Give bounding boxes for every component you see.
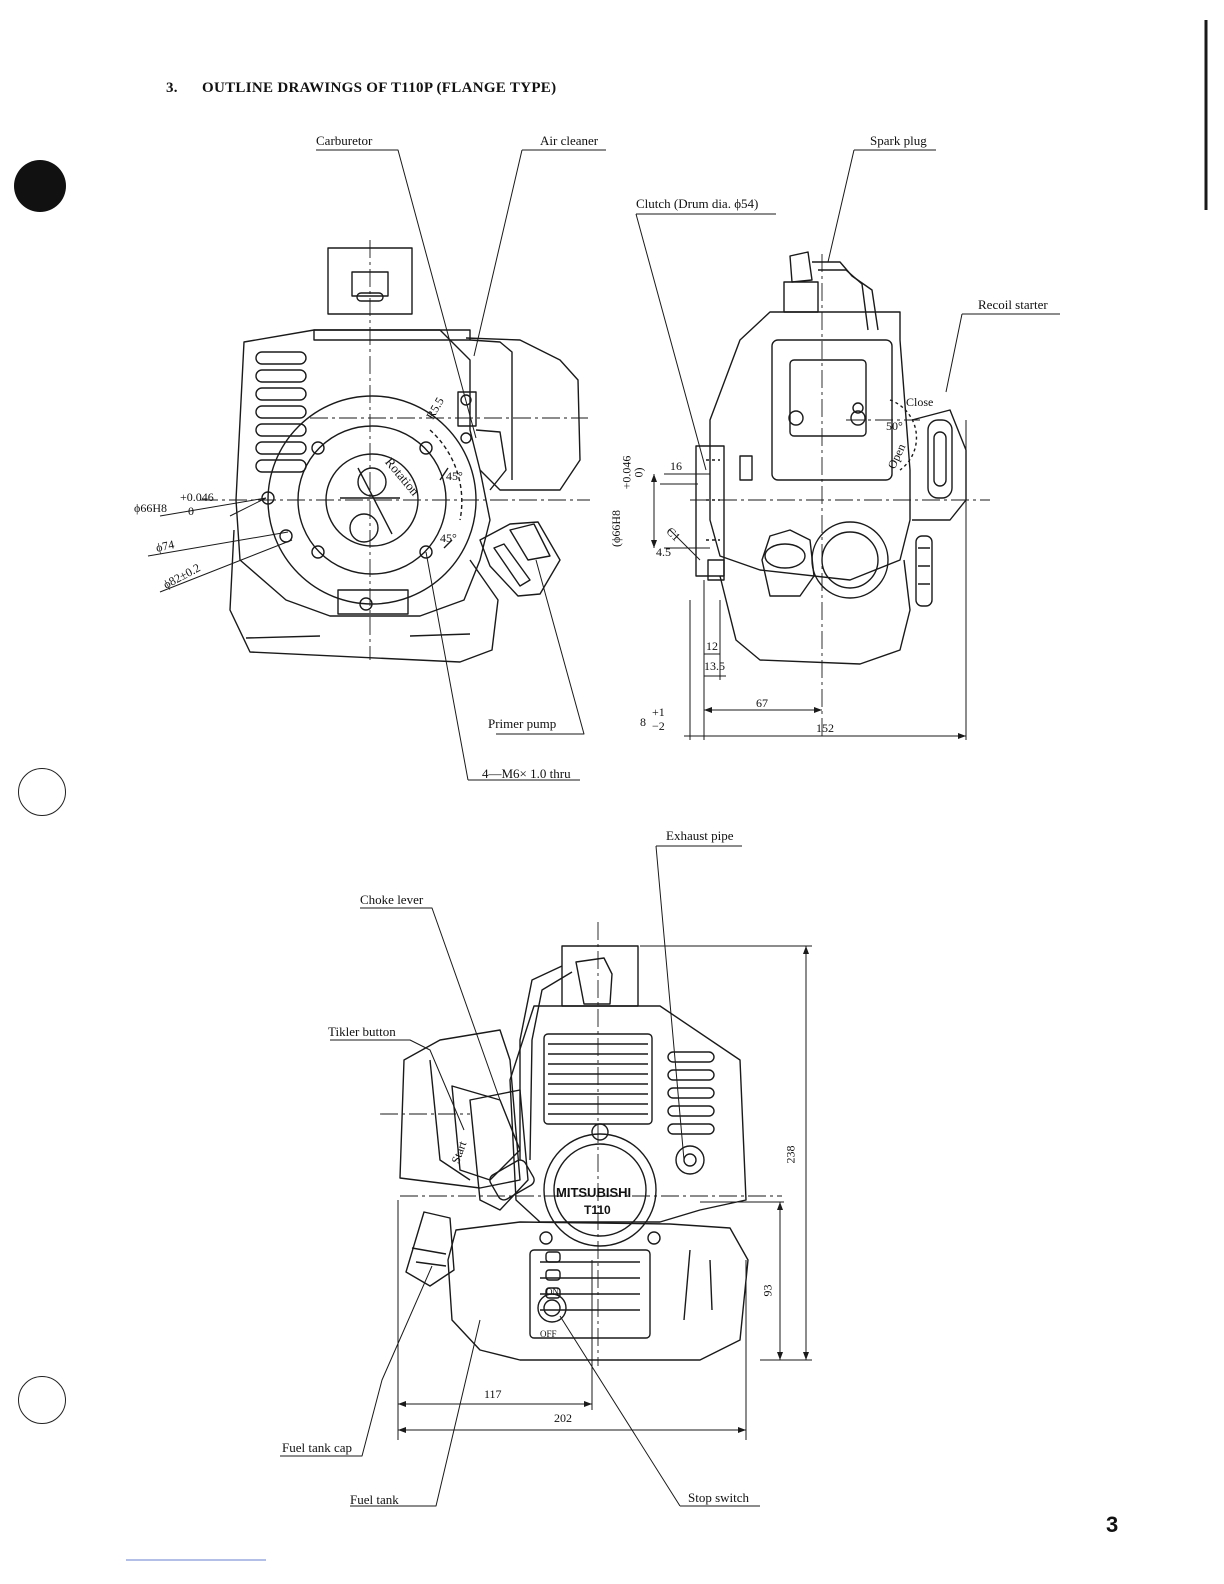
punch-hole-filled — [14, 160, 66, 212]
front-fit-upper: +0.046 — [180, 490, 214, 504]
side-choke-close: Close — [906, 395, 934, 409]
callout-carburetor: Carburetor — [316, 133, 373, 148]
top-switch-off: OFF — [540, 1329, 557, 1339]
top-model: T110 — [584, 1203, 611, 1217]
callout-stop-switch: Stop switch — [688, 1490, 750, 1505]
top-d202: 202 — [554, 1411, 572, 1425]
callout-fuel-tank: Fuel tank — [350, 1492, 399, 1507]
side-fit: (ϕ66H8 — [608, 510, 623, 547]
top-d93: 93 — [760, 1284, 775, 1297]
heading-number: 3. — [166, 80, 178, 96]
top-switch-on: ON — [546, 1287, 559, 1297]
callout-exhaust-pipe: Exhaust pipe — [666, 828, 734, 843]
side-d16: 16 — [670, 459, 682, 473]
page-heading: 3. OUTLINE DRAWINGS OF T110P (FLANGE TYPE… — [166, 80, 556, 97]
callout-primer-pump: Primer pump — [488, 716, 557, 731]
punch-hole-upper — [18, 768, 66, 816]
callout-fuel-tank-cap: Fuel tank cap — [282, 1440, 353, 1455]
callout-clutch: Clutch (Drum dia. ϕ54) — [636, 196, 759, 211]
side-d8: 8 — [640, 715, 646, 729]
callout-air-cleaner: Air cleaner — [540, 133, 599, 148]
top-view-engine — [399, 945, 749, 1361]
side-d13-5: 13.5 — [704, 659, 725, 673]
callout-recoil-starter: Recoil starter — [978, 297, 1048, 312]
heading-title: OUTLINE DRAWINGS OF T110P (FLANGE TYPE) — [202, 80, 557, 96]
front-fit-lower: 0 — [188, 504, 194, 518]
callout-bolt-holes: 4—M6× 1.0 thru — [482, 766, 571, 781]
top-d238: 238 — [783, 1145, 798, 1164]
side-fit-lower: 0) — [631, 467, 646, 478]
side-d8-tol-upper: +1 — [652, 705, 665, 719]
side-choke-angle: 50° — [886, 419, 903, 433]
callout-choke-lever: Choke lever — [360, 892, 424, 907]
punch-hole-lower — [18, 1376, 66, 1424]
top-brand: MITSUBISHI — [556, 1185, 632, 1200]
side-d152: 152 — [816, 721, 834, 735]
side-d12: 12 — [706, 639, 718, 653]
front-fit-main: ϕ66H8 — [134, 501, 167, 515]
page-number: 3 — [1106, 1512, 1119, 1537]
side-d67: 67 — [756, 696, 768, 710]
front-view-engine — [229, 247, 581, 663]
side-d8-tol-lower: −2 — [652, 719, 665, 733]
side-d4-5: 4.5 — [656, 545, 671, 559]
front-angle-lower: 45° — [440, 531, 457, 545]
callout-spark-plug: Spark plug — [870, 133, 927, 148]
top-d117: 117 — [484, 1387, 502, 1401]
side-view-engine — [695, 251, 967, 665]
callout-tikler-button: Tikler button — [328, 1024, 396, 1039]
front-angle-upper: 45° — [446, 469, 463, 483]
